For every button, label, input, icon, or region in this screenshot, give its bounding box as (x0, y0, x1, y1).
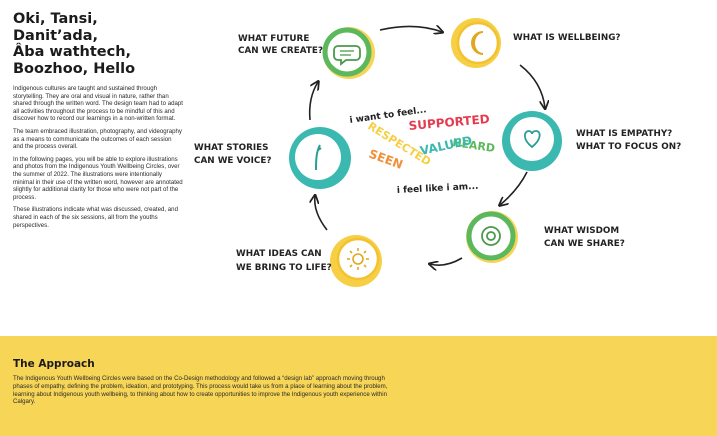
future-label: CAN WE CREATE? (238, 46, 323, 56)
wisdom-label: CAN WE SHARE? (544, 239, 625, 249)
word-heard: HEARD (452, 136, 496, 155)
cycle-arrow (430, 257, 463, 265)
title-line: Boozhoo, Hello (13, 60, 136, 77)
page-title: Oki, Tansi, Danit’ada, Âba wathtech, Boo… (13, 11, 183, 77)
wisdom-node: WHAT WISDOM CAN WE SHARE? (466, 211, 625, 263)
intro-column: Oki, Tansi, Danit’ada, Âba wathtech, Boo… (13, 11, 183, 234)
cycle-arrow (519, 64, 545, 108)
moon-icon (471, 31, 484, 55)
empathy-node: WHAT IS EMPATHY? WHAT TO FOCUS ON? (502, 111, 681, 171)
speech-bubble-icon (333, 45, 361, 66)
approach-body: The Indigenous Youth Wellbeing Circles w… (13, 375, 388, 406)
word-valued: VALUED (419, 133, 474, 158)
future-label: WHAT FUTURE (238, 34, 309, 44)
stories-label: WHAT STORIES (194, 143, 268, 153)
title-line: Âba wathtech, (13, 44, 132, 60)
wellbeing-label: WHAT IS WELLBEING? (513, 33, 621, 43)
ideas-node: WHAT IDEAS CAN WE BRING TO LIFE? (236, 235, 382, 287)
future-node: WHAT FUTURE CAN WE CREATE? (238, 27, 375, 79)
sun-icon (347, 248, 369, 270)
cycle-arrow (500, 171, 528, 205)
empathy-label: WHAT IS EMPATHY? (576, 129, 672, 139)
feelings-center: i want to feel... SUPPORTED HEARD RESPEC… (349, 105, 496, 196)
feather-icon (315, 144, 322, 171)
heart-icon (523, 130, 541, 149)
cycle-arrow (379, 26, 442, 32)
title-line: Oki, Tansi, Danit’ada, (13, 11, 99, 44)
intro-paragraph: In the following pages, you will be able… (13, 155, 183, 201)
wisdom-label: WHAT WISDOM (544, 226, 619, 236)
ideas-label: WE BRING TO LIFE? (236, 263, 332, 273)
wellbeing-node: WHAT IS WELLBEING? (451, 18, 621, 68)
cycle-arrow (308, 82, 318, 121)
approach-section: The Approach The Indigenous Youth Wellbe… (0, 336, 717, 436)
approach-title: The Approach (13, 358, 95, 370)
target-icon (481, 226, 501, 246)
wellbeing-cycle-diagram: WHAT FUTURE CAN WE CREATE? WHAT IS WELLB… (194, 18, 681, 287)
stories-label: CAN WE VOICE? (194, 156, 271, 166)
intro-paragraph: The team embraced illustration, photogra… (13, 127, 182, 151)
empathy-label: WHAT TO FOCUS ON? (576, 142, 681, 152)
intro-paragraph: These illustrations indicate what was di… (13, 206, 178, 229)
feel-like-text: i feel like i am... (397, 182, 479, 196)
ideas-label: WHAT IDEAS CAN (236, 249, 322, 259)
intro-paragraph: Indigenous cultures are taught and susta… (13, 85, 183, 123)
stories-node: WHAT STORIES CAN WE VOICE? (194, 127, 351, 189)
cycle-arrow (315, 196, 328, 231)
